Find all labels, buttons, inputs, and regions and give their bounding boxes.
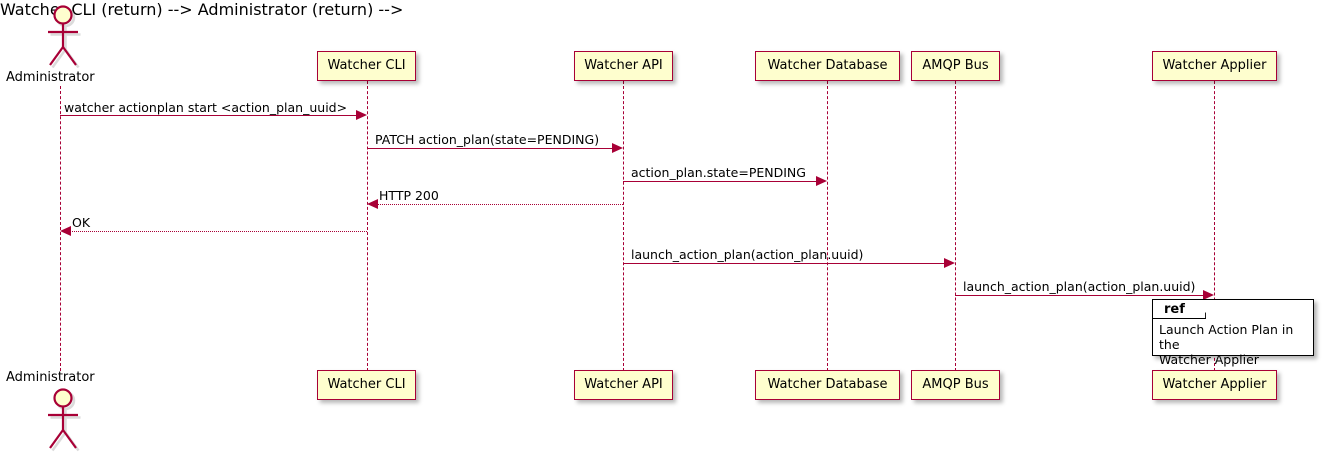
participant-label-watcher-database-top: Watcher Database xyxy=(767,58,888,73)
message-arrowhead-4 xyxy=(367,199,378,209)
message-arrowhead-5 xyxy=(60,226,71,236)
lifeline-watcher-cli xyxy=(367,81,368,371)
lifeline-watcher-database xyxy=(827,81,828,371)
participant-box-amqp-bus-top[interactable]: AMQP Bus xyxy=(911,51,1000,81)
participant-label-amqp-bus-top: AMQP Bus xyxy=(922,58,989,73)
actor-administrator-top xyxy=(34,2,88,72)
participant-label-administrator-top: Administrator xyxy=(6,70,95,85)
message-label-3: action_plan.state=PENDING xyxy=(631,165,806,180)
participant-label-amqp-bus-bottom: AMQP Bus xyxy=(922,377,989,392)
message-label-2: PATCH action_plan(state=PENDING) xyxy=(375,132,600,147)
participant-label-watcher-cli-top: Watcher CLI xyxy=(327,58,406,73)
participant-box-watcher-cli-top[interactable]: Watcher CLI xyxy=(317,51,416,81)
participant-box-amqp-bus-bottom[interactable]: AMQP Bus xyxy=(911,370,1000,400)
lifeline-amqp-bus xyxy=(955,81,956,371)
message-arrowhead-7 xyxy=(1203,290,1214,300)
message-arrowhead-6 xyxy=(944,258,955,268)
participant-box-watcher-database-top[interactable]: Watcher Database xyxy=(755,51,900,81)
message-label-1: watcher actionplan start <action_plan_uu… xyxy=(64,100,348,115)
message-label-6: launch_action_plan(action_plan.uuid) xyxy=(631,247,864,262)
message-label-7: launch_action_plan(action_plan.uuid) xyxy=(963,279,1196,294)
participant-label-watcher-applier-bottom: Watcher Applier xyxy=(1162,377,1267,392)
participant-box-watcher-applier-top[interactable]: Watcher Applier xyxy=(1152,51,1277,81)
lifeline-watcher-applier xyxy=(1214,81,1215,371)
message-line-7 xyxy=(955,295,1210,296)
participant-box-watcher-applier-bottom[interactable]: Watcher Applier xyxy=(1152,370,1277,400)
ref-fragment-box: ref Launch Action Plan in the Watcher Ap… xyxy=(1152,299,1314,367)
actor-administrator-bottom xyxy=(34,386,88,456)
participant-box-watcher-cli-bottom[interactable]: Watcher CLI xyxy=(317,370,416,400)
ref-fragment-kind-label: ref xyxy=(1153,300,1206,319)
message-arrowhead-3 xyxy=(816,176,827,186)
participant-box-watcher-database-bottom[interactable]: Watcher Database xyxy=(755,370,900,400)
lifeline-watcher-api xyxy=(623,81,624,371)
participant-label-administrator-bottom: Administrator xyxy=(6,370,95,385)
ref-fragment-body-text: Launch Action Plan in the Watcher Applie… xyxy=(1159,322,1294,367)
message-arrowhead-2 xyxy=(612,143,623,153)
participant-label-watcher-api-top: Watcher API xyxy=(584,58,663,73)
message-line-4 xyxy=(371,204,623,205)
message-label-5: OK xyxy=(72,215,91,230)
participant-box-watcher-api-bottom[interactable]: Watcher API xyxy=(574,370,673,400)
participant-label-watcher-api-bottom: Watcher API xyxy=(584,377,663,392)
message-line-2 xyxy=(367,148,619,149)
message-line-3 xyxy=(623,181,823,182)
participant-label-watcher-database-bottom: Watcher Database xyxy=(767,377,888,392)
message-line-5 xyxy=(64,231,367,232)
message-line-6 xyxy=(623,263,951,264)
message-label-4: HTTP 200 xyxy=(379,188,439,203)
participant-box-watcher-api-top[interactable]: Watcher API xyxy=(574,51,673,81)
message-line-1 xyxy=(60,115,363,116)
message-arrowhead-1 xyxy=(356,110,367,120)
participant-label-watcher-applier-top: Watcher Applier xyxy=(1162,58,1267,73)
participant-label-watcher-cli-bottom: Watcher CLI xyxy=(327,377,406,392)
